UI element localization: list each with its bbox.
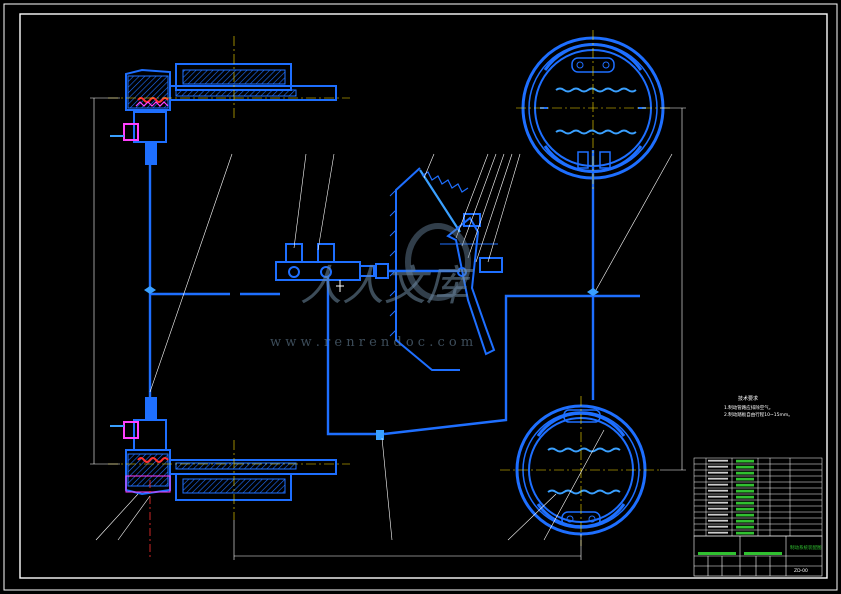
table-entry-name (708, 459, 728, 462)
pad-bottom-left (125, 475, 171, 493)
watermark-logo: 人人文库 w w w . r e n r e n d o c . c o m (270, 223, 474, 350)
table-entry-mark (736, 489, 754, 493)
table-entry-name (708, 531, 728, 534)
pedal-icon (389, 167, 503, 371)
parts-list-table (693, 457, 823, 537)
inner-border (19, 13, 828, 579)
pipe-tee-left (144, 286, 156, 294)
title-block (693, 535, 823, 577)
spring-bottom-left (137, 457, 169, 463)
table-entry-mark (736, 507, 754, 511)
table-entry-name (708, 519, 728, 522)
table-entry-mark (736, 477, 754, 481)
title-block-green-1 (698, 552, 736, 555)
center-lines (108, 30, 670, 546)
brake-pipes (148, 150, 640, 436)
table-entry-mark (736, 531, 754, 535)
table-entry-name (708, 483, 728, 486)
outer-border (3, 3, 838, 591)
table-entry-name (708, 465, 728, 468)
title-block-name: 制动系统装配图 (790, 544, 822, 551)
table-entry-name (708, 507, 728, 510)
tech-req-line2: 2.制动踏板自由行程10~15mm。 (724, 411, 793, 418)
watermark-url: w w w . r e n r e n d o c . c o m (270, 335, 473, 350)
tech-req-title: 技术要求 (738, 395, 758, 402)
table-entry-name (708, 513, 728, 516)
table-entry-mark (736, 519, 754, 523)
dimension-lines (90, 97, 686, 560)
table-entry-mark (736, 525, 754, 529)
table-entry-mark (736, 513, 754, 517)
disc-brake-bottom-icon (110, 397, 337, 501)
table-entry-mark (736, 501, 754, 505)
table-entry-name (708, 495, 728, 498)
table-entry-mark (736, 471, 754, 475)
pipe-tee-bottom (376, 430, 384, 440)
master-cylinder-icon (275, 243, 460, 292)
table-entry-name (708, 477, 728, 480)
tech-requirements: 技术要求 1.制动管路应排除空气。 2.制动踏板自由行程10~15mm。 (724, 395, 793, 418)
table-entry-mark (736, 465, 754, 469)
table-entry-mark (736, 483, 754, 487)
table-entry-mark (736, 459, 754, 463)
tech-req-line1: 1.制动管路应排除空气。 (724, 404, 773, 411)
table-entry-name (708, 501, 728, 504)
watermark-text: 人人文库 (300, 261, 474, 310)
pad-top-left (135, 101, 169, 107)
parts-list-entries (708, 459, 754, 535)
leader-lines (95, 153, 673, 541)
table-entry-name (708, 489, 728, 492)
table-entry-name (708, 525, 728, 528)
table-entry-name (708, 471, 728, 474)
table-entry-mark (736, 495, 754, 499)
title-block-code: ZD-00 (794, 568, 808, 574)
disc-brake-icon (110, 63, 337, 165)
title-block-green-2 (744, 552, 782, 555)
